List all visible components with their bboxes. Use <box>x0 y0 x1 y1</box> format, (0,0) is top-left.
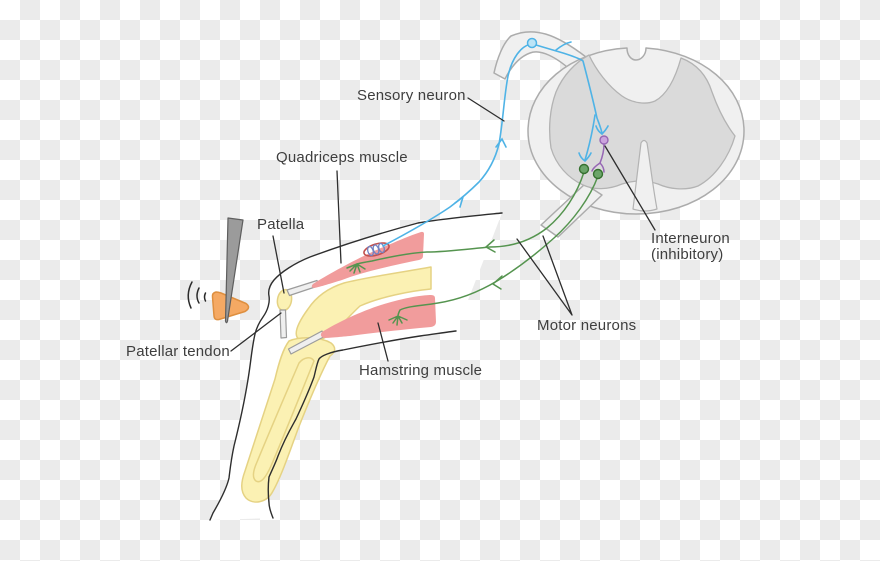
blue-synapse-fork <box>578 152 592 162</box>
leader-quadriceps <box>336 170 342 264</box>
reflex-hammer <box>187 217 250 324</box>
leader-interneuron <box>604 145 656 231</box>
femur-bone <box>295 266 432 343</box>
label-patella: Patella <box>257 216 305 233</box>
leg-outline-front <box>209 212 503 521</box>
motor-neuron-hamstring-fiber <box>388 175 599 326</box>
label-interneuron-line2: (inhibitory) <box>651 246 724 263</box>
label-interneuron: Interneuron (inhibitory) <box>651 231 730 263</box>
green-arrowhead <box>484 239 496 253</box>
dorsal-root <box>493 31 587 80</box>
hamstring-endplate <box>388 315 408 326</box>
hammer-handle <box>224 217 244 324</box>
quadriceps-endplate <box>346 263 366 274</box>
leg-outline-back <box>267 330 457 519</box>
motor-neuron-soma-hamstring <box>592 168 604 180</box>
motor-neuron-soma-quadriceps <box>578 163 590 175</box>
blue-branch-twig <box>555 41 572 51</box>
ventral-median-fissure <box>632 139 658 212</box>
patellar-tendon-strip <box>279 309 288 339</box>
blue-arrowhead <box>454 194 465 208</box>
label-patellar-tendon: Patellar tendon <box>126 343 230 360</box>
spinal-cord <box>493 31 745 238</box>
label-motor-neurons: Motor neurons <box>537 317 637 334</box>
ventral-root <box>540 183 603 238</box>
muscle-spindle <box>363 242 390 257</box>
interneuron <box>591 135 609 173</box>
hamstring-muscle-shape <box>320 295 436 338</box>
hammer-motion-arc <box>196 287 200 304</box>
sensory-neuron-fiber <box>382 37 609 247</box>
hammer-motion-arc <box>203 292 207 302</box>
quadriceps-muscle-shape <box>311 231 424 288</box>
interneuron-soma <box>599 135 609 145</box>
spinal-cord-gray-matter <box>549 54 736 190</box>
leader-patellar-tendon <box>230 312 282 352</box>
green-arrowhead <box>491 275 503 290</box>
leader-sensory-neuron <box>467 97 505 122</box>
blue-synapse-fork <box>595 125 609 135</box>
hammer-head <box>211 291 250 321</box>
label-interneuron-line1: Interneuron <box>651 230 730 247</box>
label-quadriceps-muscle: Quadriceps muscle <box>276 149 408 166</box>
label-sensory-neuron: Sensory neuron <box>357 87 466 104</box>
leader-hamstring <box>377 322 389 362</box>
hammer-motion-arc <box>187 281 193 309</box>
purple-synapse-fork <box>591 162 605 173</box>
label-hamstring-muscle: Hamstring muscle <box>359 362 483 379</box>
fibula-bone <box>252 357 315 483</box>
sensory-neuron-soma <box>526 37 538 49</box>
blue-arrowhead <box>495 137 507 148</box>
leader-motor-neurons <box>516 235 573 316</box>
leader-patella <box>272 235 285 294</box>
motor-neuron-quadriceps-fiber <box>346 171 585 274</box>
